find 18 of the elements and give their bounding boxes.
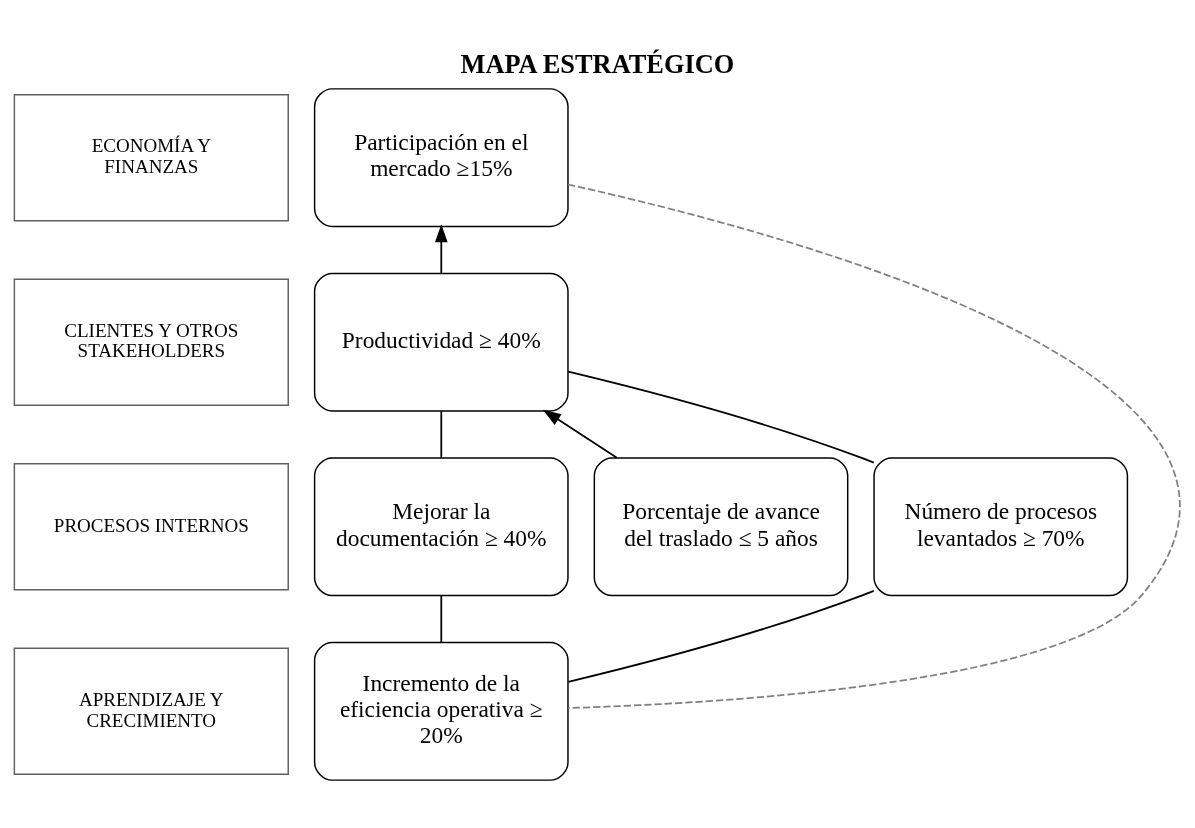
node-box: CLIENTES Y OTROS STAKEHOLDERS [13,278,289,406]
node-box: Productividad ≥ 40% [313,272,569,412]
connector [440,595,443,644]
connector [567,590,875,683]
connector [440,410,443,459]
connector [567,370,875,464]
connector [567,183,1181,709]
node-box: Número de procesos levantados ≥ 70% [873,457,1129,597]
diagram-title: MAPA ESTRATÉGICO [460,50,735,80]
node-box: Incremento de la eficiencia operativa ≥ 20% [313,641,569,781]
node-box: Mejorar la documentación ≥ 40% [313,457,569,597]
node-box: Porcentaje de avance del traslado ≤ 5 años [593,457,849,597]
arrow [542,409,618,459]
node-box: ECONOMÍA Y FINANZAS [13,94,289,222]
node-box: APRENDIZAJE Y CRECIMIENTO [13,647,289,775]
node-box: PROCESOS INTERNOS [13,463,289,591]
node-box: Participación en el mercado ≥15% [313,88,569,228]
arrow [434,224,448,275]
